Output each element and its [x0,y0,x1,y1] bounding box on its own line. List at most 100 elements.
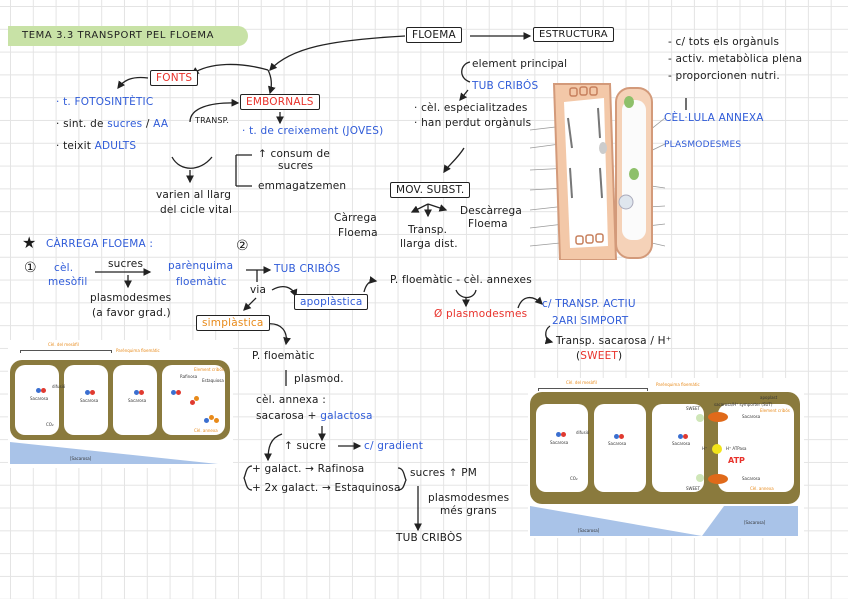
sucrose-gradient-wedge-left [10,442,218,464]
apoplastica-box: apoplàstica [294,294,369,310]
sucrose-glucose-dot [85,390,90,395]
curve-annexes [455,289,477,299]
fig-left-sacarosa-3: Sacarosa [128,398,147,403]
fonts-item-fotosintetic: · t. FOTOSINTÈTIC [56,96,154,108]
sut-symporter-icon [708,412,728,422]
fig-right-co2: CO₂ [570,476,578,481]
tub-cribos-text: TUB CRIBÓS [274,263,341,275]
sucre-text: ↑ sucre [284,440,326,452]
fonts-box: FONTS [150,70,199,86]
sieve-tube-lumen [564,98,608,248]
fig-left-sacarosa-2: Sacarosa [80,398,99,403]
sweet-transporter-icon [696,414,704,422]
plasmod-text: plasmod. [294,373,344,385]
brace-left [243,465,253,491]
sacarosa-text: sacarosa + [256,410,317,422]
arrow-curve-actiu [517,296,543,309]
fig-right-sacarosa-3: Sacarosa [672,441,691,446]
sucrose-fructose-dot [561,432,566,437]
consum-sucres-text: sucres [278,160,314,172]
estaquinosa-text: + 2x galact. → Estaquinosa [252,482,401,494]
sucrose-glucose-dot [556,432,561,437]
sacarosa-galactosa: sacarosa + galactosa [256,410,373,422]
arrow-via-simplastica [243,297,257,311]
fonts-item-sintesi: · sint. de sucres / AA [56,118,168,130]
arrow-to-embornals [267,69,276,95]
fig-right-simporter: sacarosa/H⁺ symporter (SUT) [714,402,773,407]
plasmodesmes-text: plasmodesmes [90,292,172,304]
page-title: TEMA 3.3 TRANSPORT PEL FLOEMA [8,26,248,46]
fig-left-bracket [20,350,112,353]
fig-left-cell-1 [15,365,59,435]
descarrega-text-2: Floema [468,218,508,230]
nucleus [618,194,634,210]
fig-right-h: H⁺ [702,446,708,451]
arrow-mov [443,147,465,174]
apoplastic-loading-figure: Cèl. del mesòfil Parènquima floemàtic ap… [528,378,804,538]
sucrose-gradient-wedge-right [530,506,798,536]
sucres-text: sucres [107,118,143,130]
raffinose-dot [194,396,199,401]
p-floematic-text: P. floemàtic [252,350,315,362]
fig-left-estaquiosa: Estaquiosa [202,378,224,383]
arrow-apo-pfloem [363,276,378,293]
plastid [624,96,634,108]
fig-right-sacarosa-h-bottom: Sacarosa [742,476,761,481]
parenquima-text-1: parènquima [168,260,234,272]
transp-sacarosa-text: Transp. sacarosa / H⁺ [556,335,672,347]
emmagatzemen-text: emmagatzemen [258,180,347,192]
bracket-consum [235,154,252,187]
embornals-box: EMBORNALS [240,94,320,110]
sucrose-glucose-dot [171,390,176,395]
fig-left-parenquima-label: Parènquima floemàtic [116,348,160,353]
cel-text: cèl. [54,262,74,274]
atp-label: ATP [728,456,745,465]
arrow-fonts-left [117,76,149,90]
fig-left-gradient-label: [Sacarosa] [70,456,92,461]
fig-right-sacarosa-h-top: Sacarosa [742,414,761,419]
arrow-tub-down [459,89,469,102]
sucrose-glucose-dot [678,434,683,439]
annexa-note-1: - c/ tots els orgànuls [668,36,780,48]
fig-right-atpase: H⁺ ATPasa [726,446,747,451]
simport-text: 2ARI SIMPORT [552,315,629,327]
fig-right-cell-3 [652,404,704,492]
fig-right-gradient-right: [Sacarosa] [744,520,766,525]
phloem-structure-illustration [530,83,665,260]
arrow-to-fonts [190,63,269,75]
fig-left-rafinosa: Rafinosa [180,374,198,379]
cel-annexa-text: cèl. annexa : [256,394,326,406]
bracket-element [461,61,471,83]
h-atpase-icon [712,444,722,454]
transp-text-2: llarga dist. [400,238,458,250]
mov-subst-box: MOV. SUBST. [390,182,471,198]
creixement-text: · t. de creixement [242,125,339,137]
gradient-text: c/ gradient [364,440,424,452]
star-icon: ★ [22,233,37,252]
fig-left-cel-annexa: Cèl. annexa [194,428,218,433]
annexa-note-3: - proporcionen nutri. [668,70,780,82]
sucrose-glucose-dot [36,388,41,393]
fig-right-sweet-top: SWEET [686,406,700,411]
tub-cribos-label: TUB CRIBÓS [472,80,539,92]
fonts-item-teixit: · teixit ADULTS [56,140,136,152]
carrega-text-1: Càrrega [334,212,377,224]
teixit-text: · teixit [56,140,92,152]
cel-especialitzades-text: · cèl. especialitzades [414,102,528,114]
fig-right-mesofil-label: Cèl. del mesòfil [566,380,597,385]
curve-varien [171,156,213,169]
fig-right-sacarosa-1: Sacarosa [550,440,569,445]
joves-text: (JOVES) [342,125,384,137]
floema-box: FLOEMA [406,27,462,43]
han-perdut-text: · han perdut orgànuls [414,117,532,129]
arrow-sucre-curve [264,433,283,462]
sweet-label: (SWEET) [576,350,623,362]
fig-right-gradient-left: [Sacarosa] [578,528,600,533]
sucres-pm-text: sucres ↑ PM [410,467,477,479]
fig-left-difusio: difusió [52,384,66,389]
arrow-simport [544,325,554,345]
fig-right-bracket [538,388,648,391]
sweet-transporter-icon [696,474,704,482]
carrega-heading: CÀRREGA FLOEMA : [46,238,154,250]
plastid [629,168,639,180]
